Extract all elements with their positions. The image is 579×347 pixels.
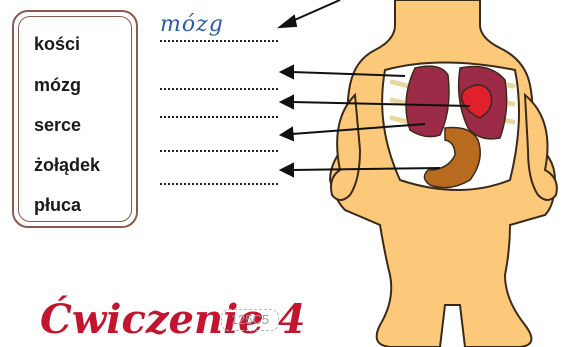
answer-line[interactable]: [160, 88, 278, 90]
answer-line[interactable]: [160, 150, 278, 152]
answer-line[interactable]: [160, 40, 278, 42]
word-bank-item: serce: [34, 115, 81, 136]
exercise-code-badge: 125C5: [221, 309, 279, 331]
left-lung: [406, 66, 449, 137]
answer-line[interactable]: [160, 183, 278, 185]
word-bank-item: żołądek: [34, 155, 100, 176]
word-bank-item: kości: [34, 34, 80, 55]
word-bank-item: mózg: [34, 75, 81, 96]
word-bank-box: kości mózg serce żołądek płuca: [12, 10, 138, 228]
answer-line[interactable]: [160, 116, 278, 118]
word-bank-item: płuca: [34, 195, 81, 216]
filled-answer: mózg: [160, 12, 224, 37]
left-arm: [331, 95, 360, 200]
